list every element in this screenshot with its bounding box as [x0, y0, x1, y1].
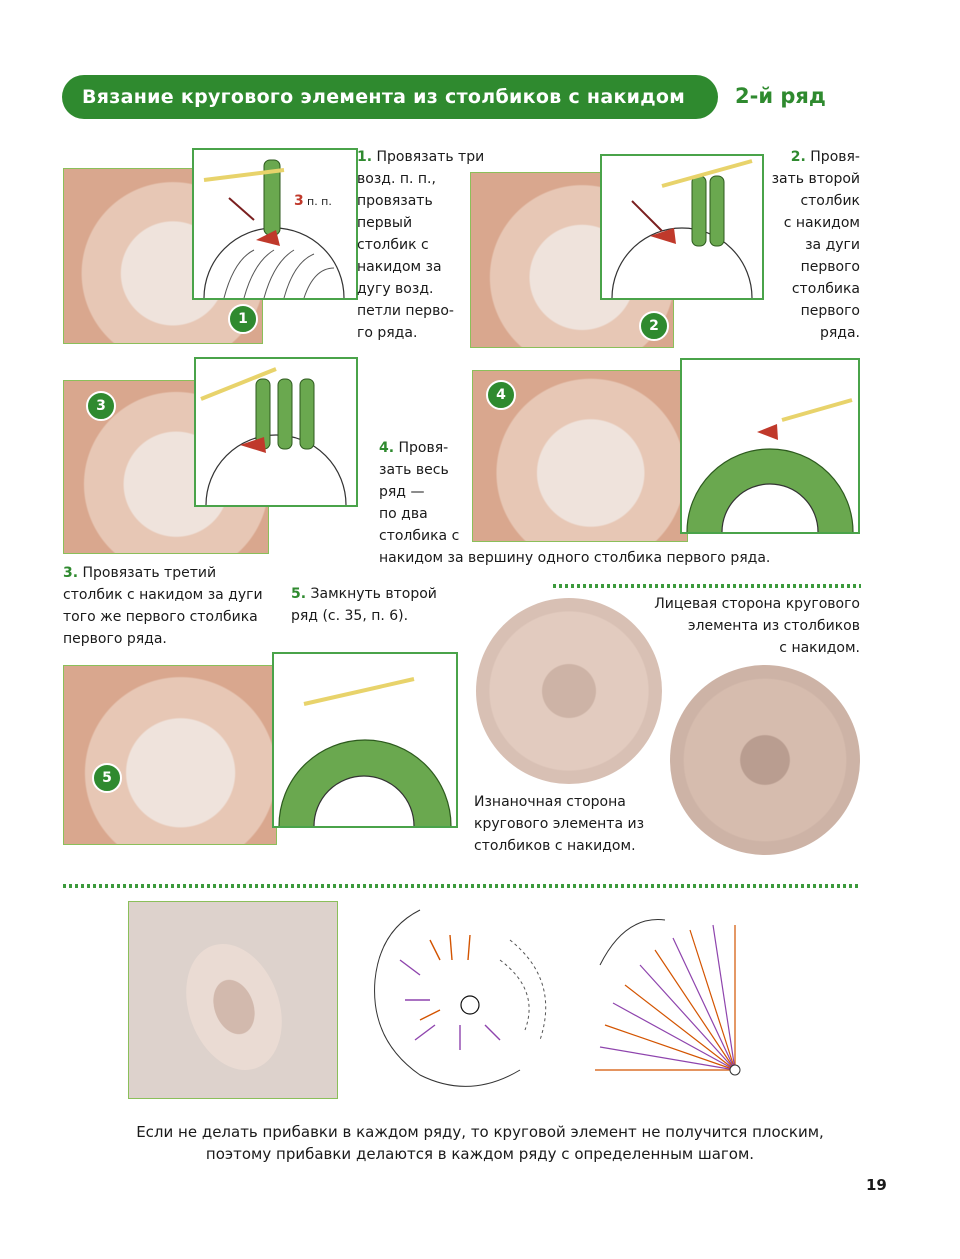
divider-short — [553, 584, 861, 588]
step2-line: ряда. — [819, 325, 860, 341]
step1-stitch-diagram: 3 п. п. — [203, 159, 345, 299]
step3-diagram — [194, 357, 358, 507]
step3-line: Провязать третий — [82, 565, 217, 581]
step1-num: 1. — [357, 149, 373, 165]
step2-text: 2. Провя- зать второй столбик с накидом … — [760, 146, 860, 344]
step4-line: зать весь — [379, 462, 449, 478]
semicircle-crochet-chart — [595, 919, 741, 1076]
step3-stitch-diagram — [200, 367, 347, 506]
step1-line: накидом за — [357, 259, 442, 275]
step5-diagram — [272, 652, 458, 828]
row-label: 2-й ряд — [735, 84, 826, 108]
step4-line: столбика с — [379, 528, 460, 544]
step5-text: 5. Замкнуть второй ряд (с. 35, п. 6). — [291, 583, 461, 627]
oval-element — [169, 930, 299, 1084]
front-side-photo — [670, 665, 860, 855]
step4-line: накидом за вершину одного столбика перво… — [379, 550, 771, 566]
oval-crochet-chart — [374, 909, 547, 1087]
step2-num: 2. — [790, 149, 806, 165]
front-side-caption: Лицевая сторона кругового элемента из ст… — [600, 593, 860, 659]
step2-line: за дуги — [805, 237, 860, 253]
section-title-banner: Вязание кругового элемента из столбиков … — [62, 75, 718, 119]
step4-diagram — [680, 358, 860, 534]
step1-line: го ряда. — [357, 325, 418, 341]
step3-num: 3. — [63, 565, 79, 581]
step-badge-5: 5 — [92, 763, 122, 793]
loop-count-num: 3 — [294, 193, 304, 209]
step4-text: 4. Провя- зать весь ряд — по два столбик… — [379, 437, 799, 569]
back-caption-line: кругового элемента из — [474, 816, 645, 832]
step2-line: столбик — [800, 193, 860, 209]
step1-line: столбик с — [357, 237, 429, 253]
bottom-note-line: поэтому прибавки делаются в каждом ряду … — [205, 1145, 755, 1163]
back-side-photo — [476, 598, 662, 784]
back-side-caption: Изнаночная сторона кругового элемента из… — [474, 791, 674, 857]
step1-diagram: 3 п. п. — [192, 148, 358, 300]
step1-text: 1. Провязать три возд. п. п., провязать … — [357, 146, 497, 344]
step4-num: 4. — [379, 440, 395, 456]
step4-stitch-diagram — [686, 398, 854, 533]
step-badge-2: 2 — [639, 311, 669, 341]
step3-line: столбик с накидом за дуги — [63, 587, 263, 603]
step5-num: 5. — [291, 586, 307, 602]
step2-line: с накидом — [783, 215, 860, 231]
step5-photo — [63, 665, 277, 845]
step-badge-3: 3 — [86, 391, 116, 421]
step2-line: первого — [800, 303, 860, 319]
step3-line: того же первого столбика — [63, 609, 258, 625]
step1-line: петли перво- — [357, 303, 454, 319]
bottom-note-line: Если не делать прибавки в каждом ряду, т… — [136, 1123, 824, 1141]
step1-line: дугу возд. — [357, 281, 434, 297]
loop-count-text: п. п. — [307, 195, 332, 208]
step2-line: первого — [800, 259, 860, 275]
step2-line: зать второй — [771, 171, 860, 187]
step3-text: 3. Провязать третий столбик с накидом за… — [63, 562, 283, 650]
step-badge-1: 1 — [228, 304, 258, 334]
step4-line: ряд — — [379, 484, 425, 500]
step4-line: по два — [379, 506, 428, 522]
section-title: Вязание кругового элемента из столбиков … — [82, 86, 686, 108]
step2-diagram — [600, 154, 764, 300]
step1-line: провязать — [357, 193, 433, 209]
step1-line: Провязать три — [376, 149, 485, 165]
back-caption-line: столбиков с накидом. — [474, 838, 636, 854]
front-caption-line: элемента из столбиков — [687, 618, 860, 634]
oval-element-photo — [128, 901, 338, 1099]
step-badge-4: 4 — [486, 380, 516, 410]
page-number: 19 — [866, 1176, 887, 1194]
front-caption-line: с накидом. — [779, 640, 860, 656]
step3-line: первого ряда. — [63, 631, 167, 647]
step2-line: столбика — [791, 281, 860, 297]
step1-line: возд. п. п., — [357, 171, 436, 187]
bottom-note: Если не делать прибавки в каждом ряду, т… — [0, 1121, 960, 1165]
step2-line: Провя- — [810, 149, 860, 165]
step5-line: ряд (с. 35, п. 6). — [291, 608, 409, 624]
front-caption-line: Лицевая сторона кругового — [654, 596, 860, 612]
step1-line: первый — [357, 215, 413, 231]
step4-line: Провя- — [398, 440, 449, 456]
step5-stitch-diagram — [278, 677, 452, 827]
divider-long — [63, 884, 861, 888]
step2-stitch-diagram — [611, 159, 753, 299]
step5-line: Замкнуть второй — [310, 586, 437, 602]
back-caption-line: Изнаночная сторона — [474, 794, 626, 810]
